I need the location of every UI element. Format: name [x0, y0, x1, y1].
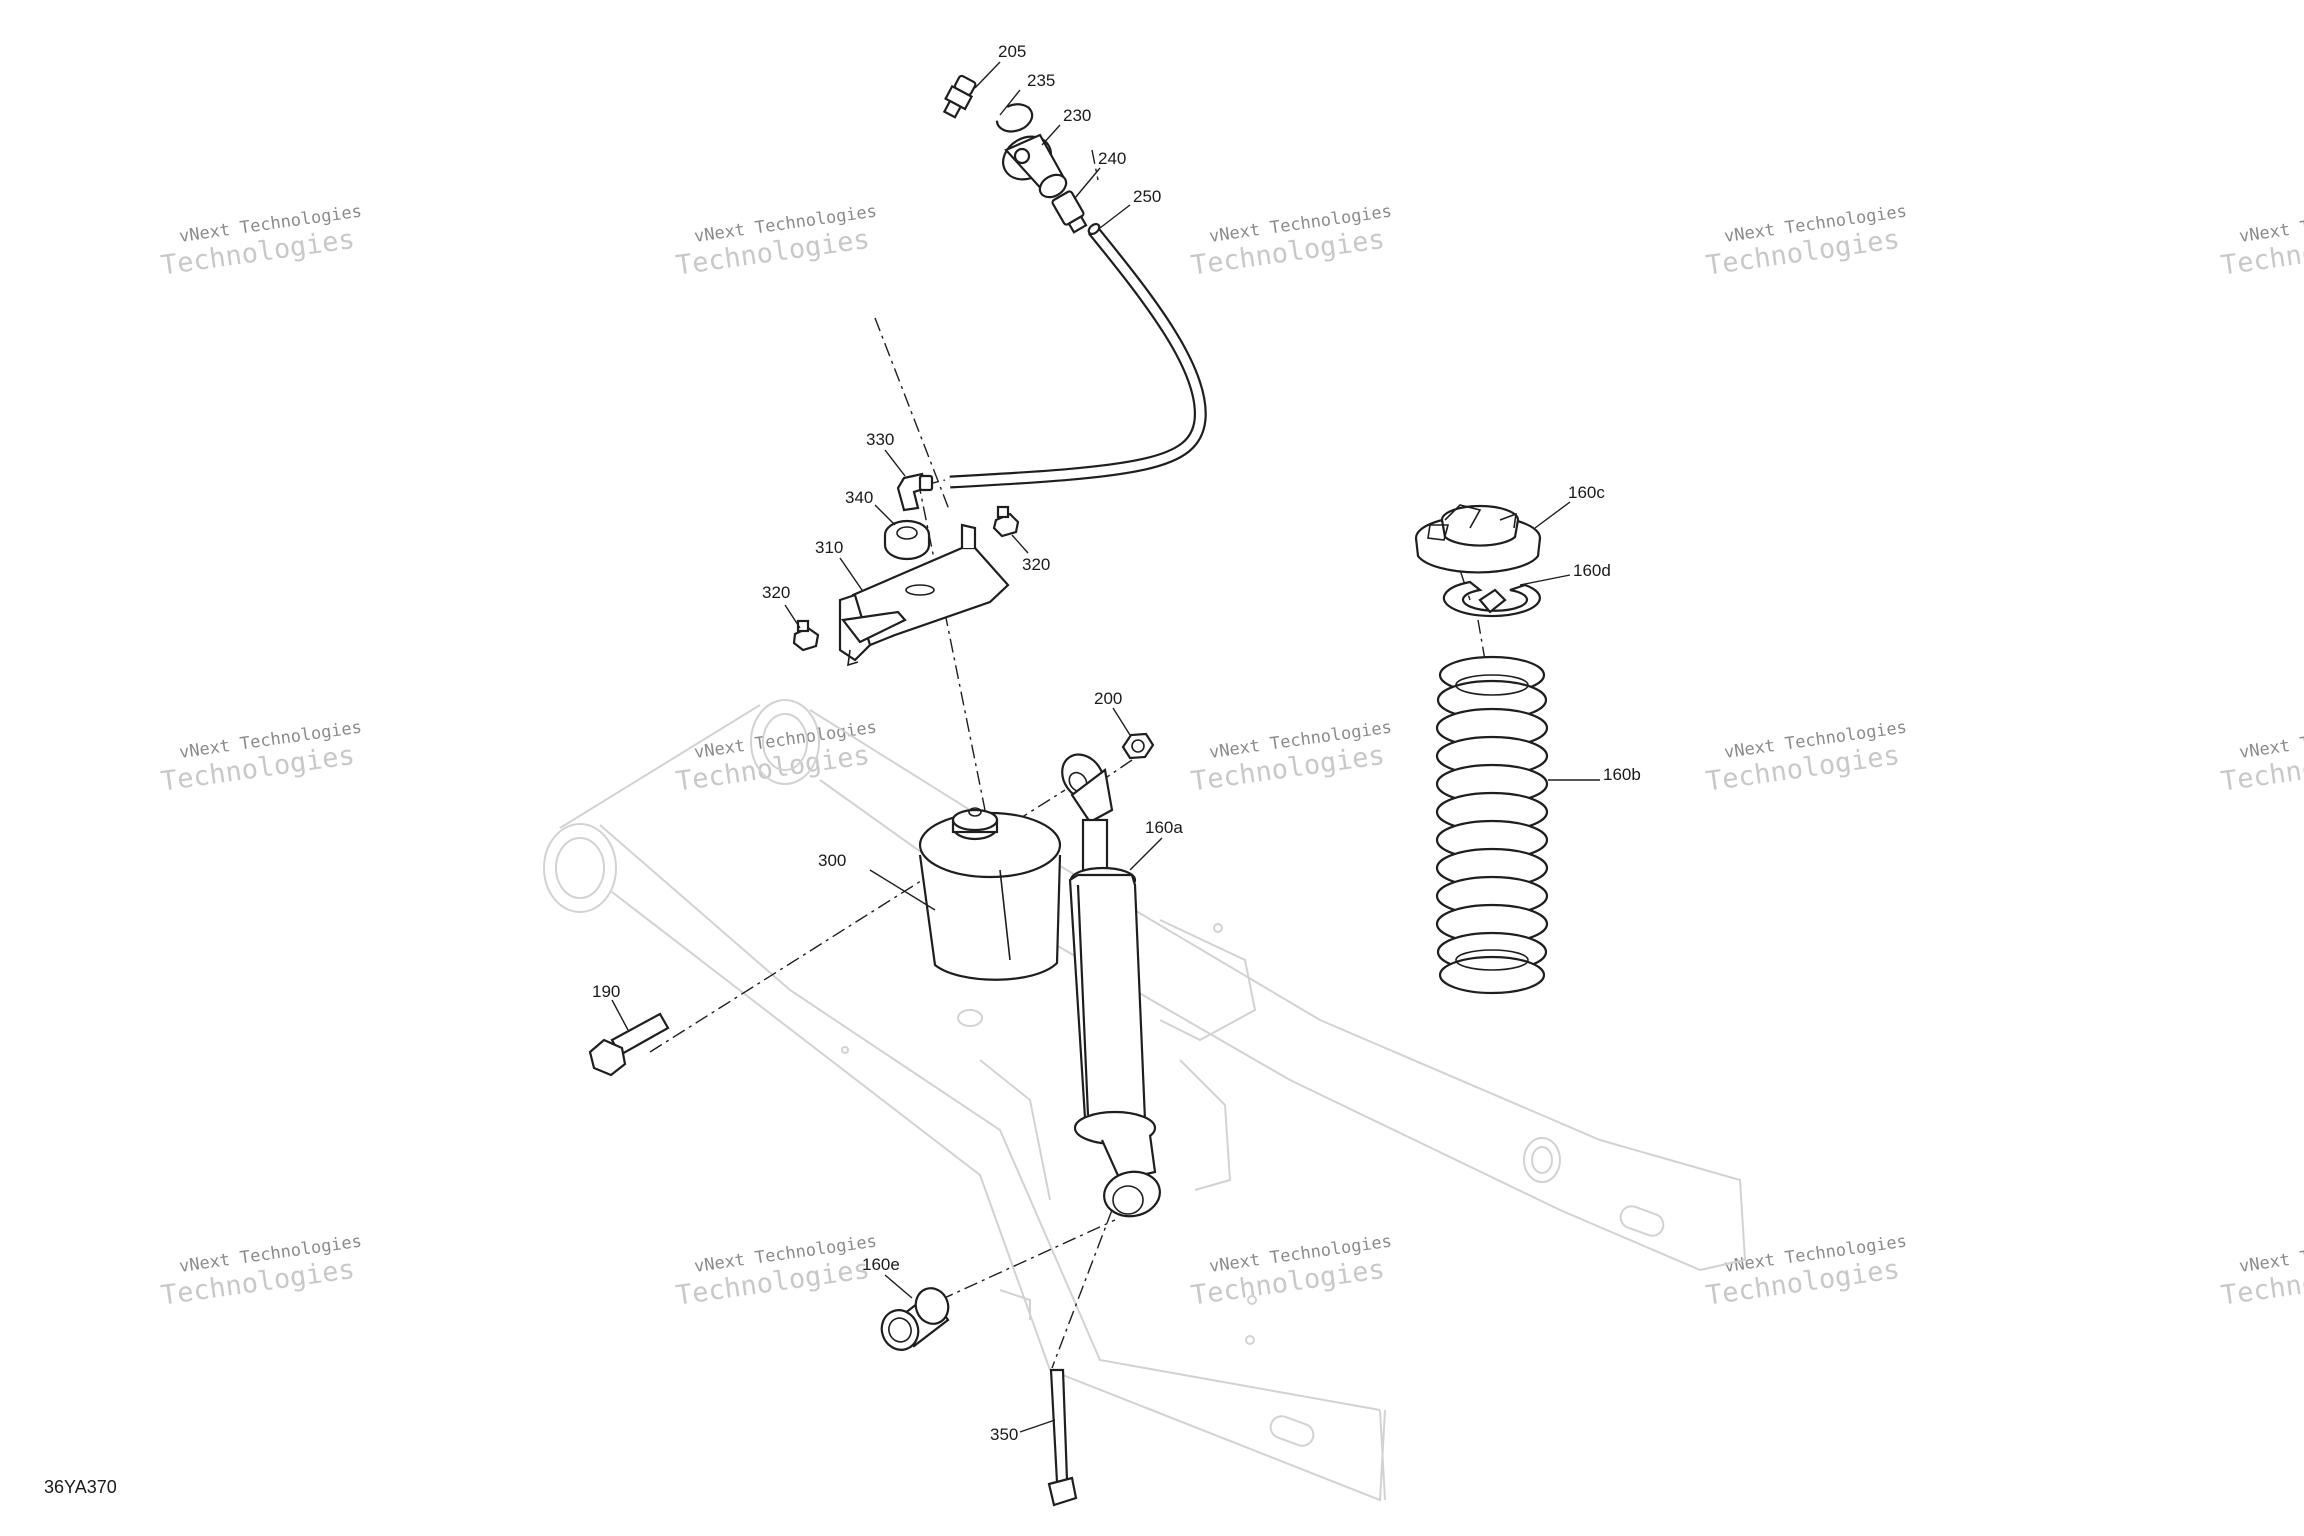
watermark: vNext Technologies Technologies [1704, 718, 1908, 798]
callout-240: 240 [1098, 149, 1126, 168]
part-200-nut [1121, 732, 1155, 760]
part-340-washer [883, 519, 931, 561]
callout-205: 205 [998, 42, 1026, 61]
part-160a-shock [1061, 753, 1161, 1218]
callout-300: 300 [818, 851, 846, 870]
callout-160e: 160e [862, 1255, 900, 1274]
watermark: vNext Technologies Technologies [2219, 202, 2304, 282]
callout-330: 330 [866, 430, 894, 449]
part-310-bracket [838, 523, 1010, 667]
leader-lines [611, 61, 1600, 1433]
part-160d-spring-clip [1442, 580, 1541, 618]
watermark: vNext Technologies Technologies [1189, 718, 1393, 798]
part-230-cap [1002, 133, 1068, 199]
watermark: vNext Technologies Technologies [674, 1232, 878, 1312]
watermark: vNext Technologies Technologies [1704, 202, 1908, 282]
part-320-bolt [992, 505, 1020, 538]
part-160b-spring [1435, 655, 1549, 995]
watermark: vNext Technologies Technologies [674, 718, 878, 798]
callout-235: 235 [1027, 71, 1055, 90]
callout-160a: 160a [1145, 818, 1183, 837]
callout-160d: 160d [1573, 561, 1611, 580]
watermark: vNext Technologies Technologies [1189, 202, 1393, 282]
part-350-bolt [1047, 1368, 1078, 1507]
part-235-circlip [995, 103, 1034, 133]
part-160e-bushing [880, 1287, 950, 1351]
watermark: vNext Technologies Technologies [1189, 1232, 1393, 1312]
callout-160c: 160c [1568, 483, 1605, 502]
callout-160b: 160b [1603, 765, 1641, 784]
diagram-reference: 36YA370 [44, 1477, 117, 1497]
part-300-canister [918, 807, 1062, 981]
part-190-bolt [588, 1012, 670, 1077]
part-240-connector [1051, 190, 1088, 234]
watermark: vNext Technologies Technologies [159, 718, 363, 798]
watermark: vNext Technologies Technologies [2219, 718, 2304, 798]
callout-340: 340 [845, 488, 873, 507]
watermark: vNext Technologies Technologies [674, 202, 878, 282]
watermark: vNext Technologies Technologies [2219, 1232, 2304, 1312]
part-330-elbow [896, 472, 934, 512]
watermark: vNext Technologies Technologies [159, 1232, 363, 1312]
watermark: vNext Technologies Technologies [159, 202, 363, 282]
callout-310: 310 [815, 538, 843, 557]
callout-230: 230 [1063, 106, 1091, 125]
part-160c-spring-seat [1414, 504, 1542, 574]
part-205-fitting [942, 74, 977, 119]
watermark: vNext Technologies Technologies [1704, 1232, 1908, 1312]
callout-350: 350 [990, 1425, 1018, 1444]
part-250-hose [949, 222, 1207, 489]
callout-320: 320 [762, 583, 790, 602]
callout-labels: 205 235 230 240 250 330 340 320 310 320 … [592, 42, 1641, 1444]
callout-250: 250 [1133, 187, 1161, 206]
callout-190: 190 [592, 982, 620, 1001]
callout-320: 320 [1022, 555, 1050, 574]
part-320-bolt [792, 619, 820, 652]
watermark-layer: vNext Technologies Technologies vNext Te… [159, 202, 2304, 1312]
callout-200: 200 [1094, 689, 1122, 708]
